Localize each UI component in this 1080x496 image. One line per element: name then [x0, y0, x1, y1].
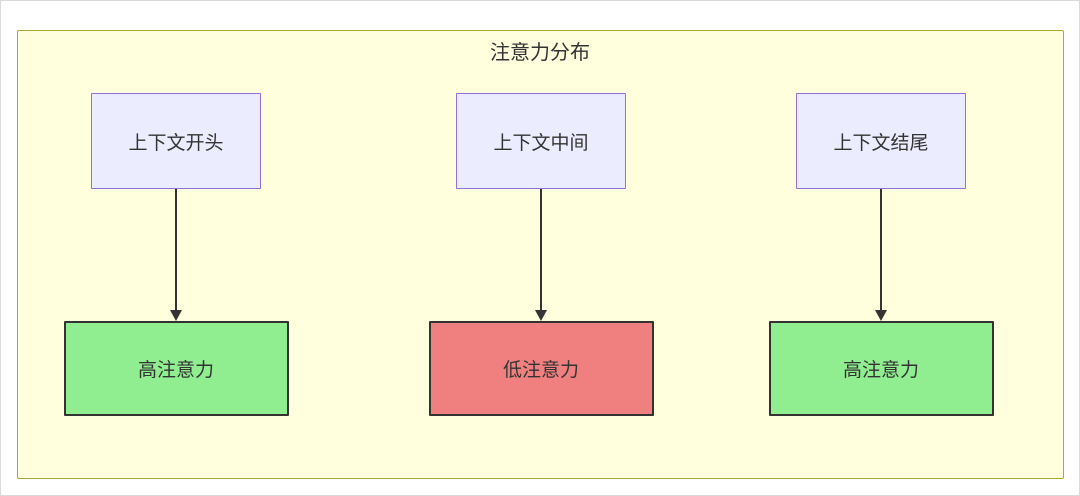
column-context-end: 上下文结尾 高注意力: [761, 93, 1001, 416]
node-low-attention-middle-label: 低注意力: [502, 360, 579, 381]
node-high-attention-end: 高注意力: [768, 321, 994, 416]
column-context-start: 上下文开头 高注意力: [56, 93, 296, 416]
arrow-line: [540, 189, 542, 310]
arrow-connector: [170, 189, 182, 321]
arrow-connector: [535, 189, 547, 321]
node-high-attention-end-label: 高注意力: [842, 360, 919, 381]
arrow-down-icon: [875, 310, 887, 321]
node-context-start: 上下文开头: [91, 93, 261, 189]
arrow-down-icon: [535, 310, 547, 321]
arrow-line: [175, 189, 177, 310]
node-low-attention-middle: 低注意力: [428, 321, 654, 416]
node-context-middle: 上下文中间: [456, 93, 626, 189]
column-context-middle: 上下文中间 低注意力: [421, 93, 661, 416]
node-context-end: 上下文结尾: [796, 93, 966, 189]
node-context-end-label: 上下文结尾: [833, 132, 929, 154]
arrow-line: [880, 189, 882, 310]
node-high-attention-start-label: 高注意力: [137, 360, 214, 381]
arrow-connector: [875, 189, 887, 321]
node-context-start-label: 上下文开头: [128, 132, 224, 154]
arrow-down-icon: [170, 310, 182, 321]
diagram-title: 注意力分布: [490, 42, 590, 64]
node-context-middle-label: 上下文中间: [493, 132, 589, 154]
node-high-attention-start: 高注意力: [63, 321, 289, 416]
